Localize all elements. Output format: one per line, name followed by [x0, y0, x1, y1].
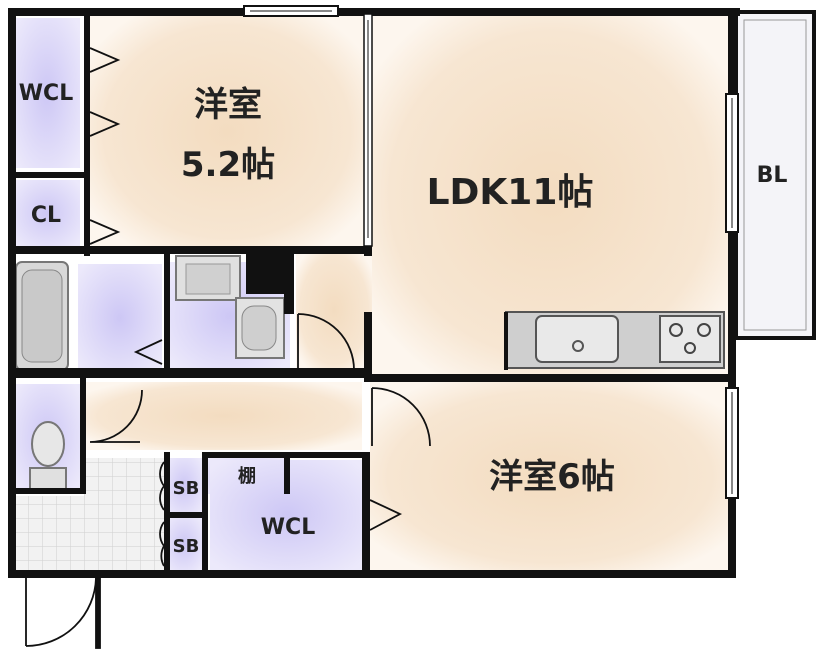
ldk-entry-floor: [296, 250, 372, 370]
sink-drain: [572, 340, 584, 352]
washbasin-bowl: [241, 305, 277, 351]
sb-upper-floor: [166, 458, 202, 514]
kitchen-sink: [535, 315, 619, 363]
storage-label-shelf: 棚: [238, 465, 256, 487]
toilet-tank: [29, 467, 67, 491]
cl-floor: [14, 180, 80, 246]
burner-left: [669, 323, 683, 337]
storage-label-wcl-top: WCL: [19, 81, 73, 106]
balcony-floor: [738, 14, 812, 336]
folding-doors: [89, 47, 403, 567]
toilet-bowl: [31, 421, 65, 467]
door-swings: [25, 313, 431, 649]
bathroom-floor: [78, 264, 162, 372]
room-label-western-1: 洋室: [194, 85, 262, 125]
burner-right: [697, 323, 711, 337]
entrance-step: [14, 496, 84, 572]
wcl-top-floor: [14, 18, 80, 168]
sb-lower-floor: [166, 518, 202, 570]
room-size-western-1: 5.2帖: [181, 145, 275, 185]
burner-back: [684, 342, 696, 354]
stove: [659, 315, 721, 363]
room-label-ldk: LDK11帖: [427, 172, 594, 213]
entrance-tiles: [84, 458, 164, 572]
storage-label-cl: CL: [31, 203, 61, 228]
balcony-inner-outline: [743, 19, 807, 331]
room-label-western-2: 洋室6帖: [489, 457, 615, 497]
hallway-floor: [84, 382, 362, 450]
western-room-1-floor: [90, 14, 364, 250]
storage-label-wcl-bottom: WCL: [261, 515, 315, 540]
storage-label-sb-lower: SB: [173, 536, 200, 557]
shower-drain: [185, 263, 231, 295]
storage-label-bl: BL: [757, 163, 788, 188]
storage-label-sb-upper: SB: [173, 478, 200, 499]
bathtub-inner: [21, 269, 63, 363]
western-room-2-floor: [370, 382, 730, 572]
